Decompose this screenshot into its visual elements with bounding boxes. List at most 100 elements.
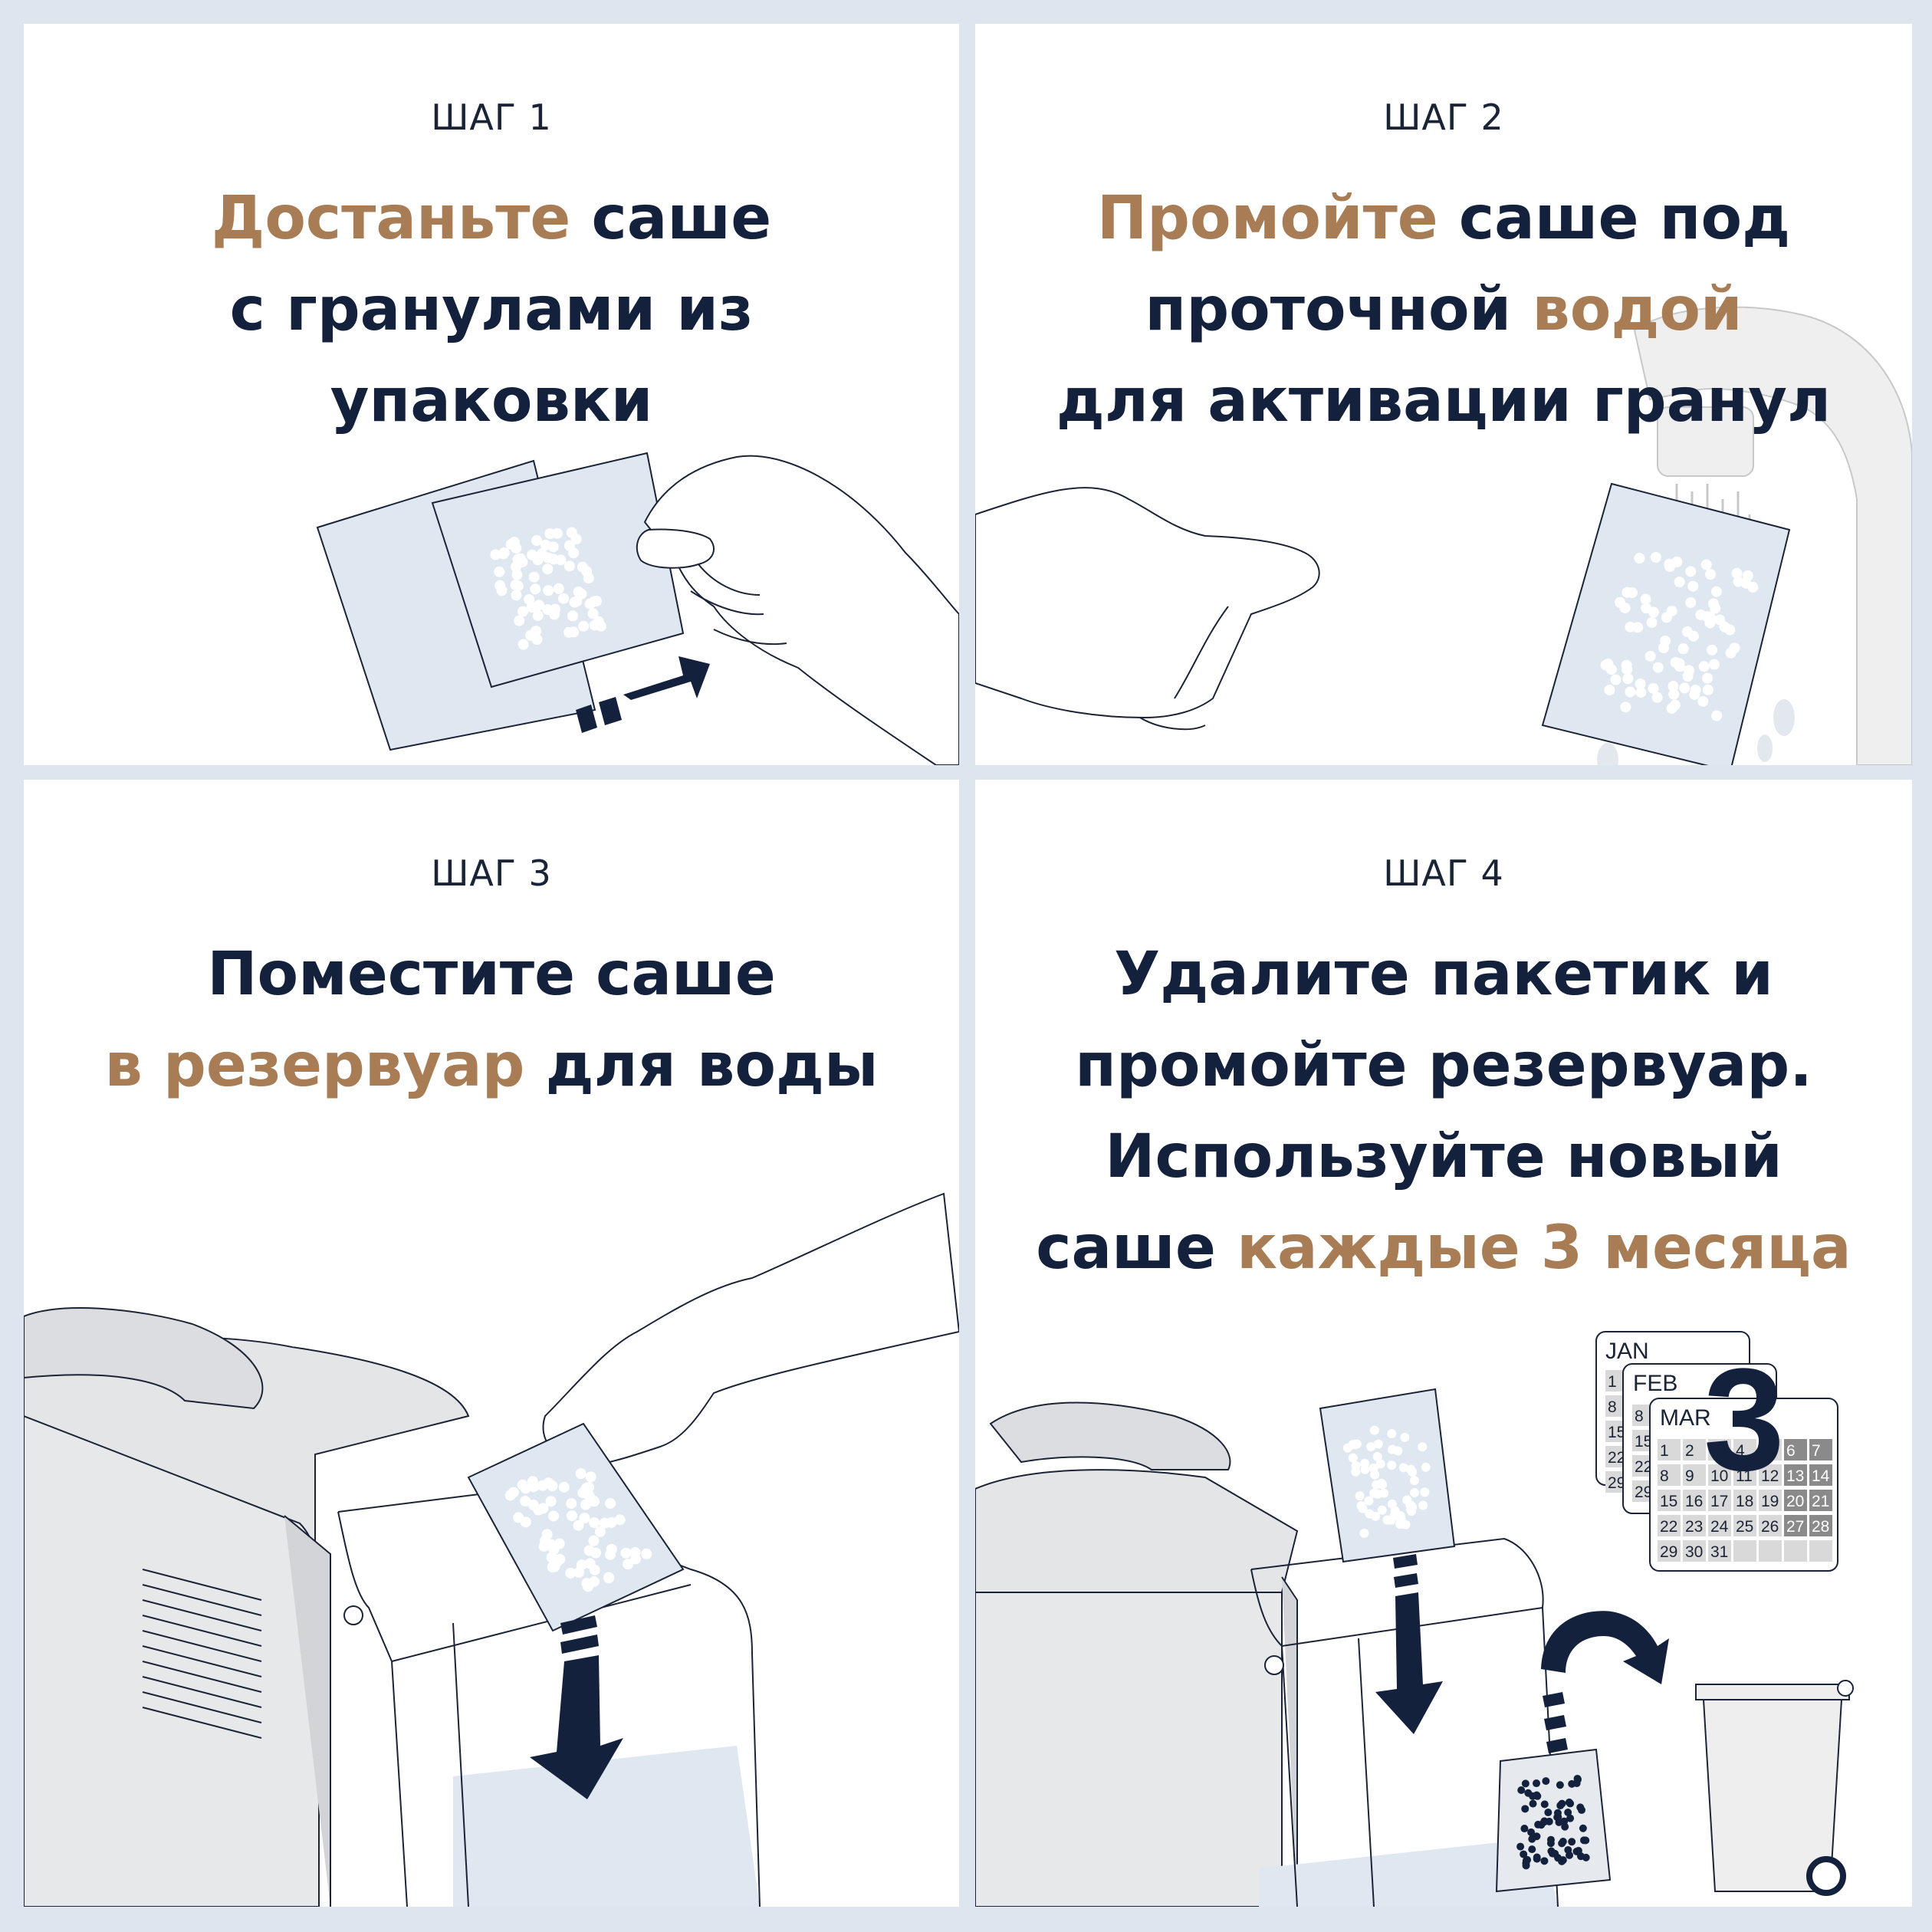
granule-dot — [620, 1547, 632, 1559]
month-label: FEB — [1633, 1371, 1677, 1396]
granule-dot — [1539, 1818, 1548, 1826]
used-sachet-icon — [1495, 1748, 1612, 1893]
title-text: саше — [1036, 1214, 1237, 1283]
granule-dot — [1648, 606, 1659, 618]
sachet-icon — [431, 452, 685, 688]
calendar-day: 29 — [1608, 1474, 1625, 1492]
title-text: для активации гранул — [1056, 366, 1832, 435]
granule-dot — [1533, 1791, 1541, 1799]
hand-icon — [975, 487, 1320, 731]
granule-dot — [1410, 1488, 1420, 1498]
granule-dot — [1724, 624, 1736, 636]
granule-dot — [1677, 643, 1689, 655]
title-text: с гранулами из — [229, 275, 754, 344]
calendar-day: 20 — [1786, 1493, 1804, 1510]
granule-dot — [591, 596, 603, 607]
calendar-day: 10 — [1710, 1467, 1728, 1485]
granule-dot — [1418, 1442, 1428, 1452]
granule-dot — [1400, 1432, 1410, 1442]
granule-dot — [1689, 688, 1700, 700]
granule-dot — [1702, 684, 1714, 695]
calendar-day-cell — [1708, 1540, 1731, 1562]
water-tank-icon — [1250, 1537, 1559, 1907]
calendar-day: 31 — [1710, 1543, 1728, 1561]
calendar-day-cell — [1658, 1540, 1681, 1562]
step-3-panel: ШАГ 3 Поместите саше в резервуар для вод… — [24, 780, 959, 1907]
hand-icon — [636, 455, 959, 765]
step-label: ШАГ 2 — [1383, 97, 1504, 138]
big-number: 3 — [1704, 1339, 1785, 1501]
granule-dot — [1700, 559, 1712, 570]
granule-dot — [518, 639, 529, 650]
calendar-day-cell — [1809, 1540, 1832, 1562]
granule-dot — [541, 1529, 553, 1540]
calendar-day: 30 — [1685, 1543, 1703, 1561]
granule-dot — [567, 1510, 578, 1522]
granule-dot — [1408, 1467, 1418, 1477]
calendar-day: 21 — [1812, 1493, 1829, 1510]
granule-dot — [1360, 1464, 1370, 1474]
granule-dot — [589, 619, 600, 631]
title-highlight: Достаньте — [211, 184, 571, 253]
granule-dot — [1635, 678, 1646, 690]
granule-dot — [587, 608, 599, 619]
granule-dot — [498, 547, 510, 558]
granule-dot — [1620, 702, 1631, 713]
water-tank-icon — [337, 1491, 761, 1907]
calendar-day: 22 — [1660, 1518, 1677, 1536]
calendar-day-cell — [1784, 1515, 1807, 1536]
granule-dot — [1364, 1496, 1374, 1506]
granule-dot — [590, 1547, 602, 1559]
granule-dot — [589, 1517, 600, 1529]
step-title: Промойте саше под проточной водой для ак… — [975, 173, 1912, 447]
step-3-illustration — [24, 1192, 959, 1907]
calendar-day: 7 — [1812, 1442, 1821, 1460]
granule-dot — [517, 606, 528, 617]
step-label: ШАГ 1 — [431, 97, 552, 138]
granule-dot — [1546, 1835, 1555, 1844]
granule-dot — [1521, 1805, 1530, 1813]
calendar-day-cell — [1759, 1439, 1782, 1460]
granule-dot — [532, 554, 544, 566]
sachet-icon — [467, 1422, 685, 1632]
granule-dot — [614, 1514, 626, 1526]
granule-dot — [1387, 1499, 1397, 1509]
calendar-day: 8 — [1635, 1408, 1644, 1425]
granule-dot — [566, 1498, 577, 1510]
granule-dot — [1626, 587, 1638, 599]
calendar-day-cell — [1759, 1540, 1782, 1562]
granule-dot — [1705, 569, 1717, 580]
calendar-day: 25 — [1736, 1518, 1753, 1536]
granule-dot — [1540, 1800, 1549, 1809]
granule-dot — [579, 1513, 590, 1524]
granule-dot — [1542, 1777, 1550, 1786]
granule-dot — [1711, 710, 1723, 721]
calendar-day: 17 — [1710, 1493, 1728, 1510]
calendar-day-cell — [1809, 1464, 1832, 1486]
granule-dot — [1573, 1774, 1582, 1783]
granule-dot — [1418, 1500, 1428, 1510]
granule-dot — [606, 1543, 617, 1555]
granule-dot — [1369, 1425, 1379, 1435]
granule-dot — [512, 580, 524, 592]
calendar-day: 8 — [1660, 1467, 1669, 1485]
granule-dot — [1373, 1439, 1383, 1449]
granule-dot — [1568, 1838, 1576, 1846]
title-highlight: Промойте — [1096, 184, 1438, 253]
granule-dot — [584, 1558, 596, 1569]
calendar-day-cell — [1683, 1540, 1706, 1562]
granule-dot — [531, 535, 543, 547]
granule-dot — [1559, 1837, 1567, 1845]
granule-dot — [1740, 577, 1752, 589]
calendar-day-cell — [1683, 1439, 1706, 1460]
granule-dot — [1565, 1798, 1573, 1806]
step-2-panel: ШАГ 2 Промойте саше под проточной водой … — [975, 24, 1912, 765]
granule-dot — [496, 585, 508, 596]
calendar-day: 19 — [1761, 1493, 1779, 1510]
granule-dot — [490, 549, 501, 560]
granule-dot — [1527, 1828, 1536, 1836]
granule-dot — [1582, 1853, 1590, 1861]
granule-dot — [1389, 1511, 1399, 1521]
calendar-day-cell — [1658, 1464, 1681, 1486]
